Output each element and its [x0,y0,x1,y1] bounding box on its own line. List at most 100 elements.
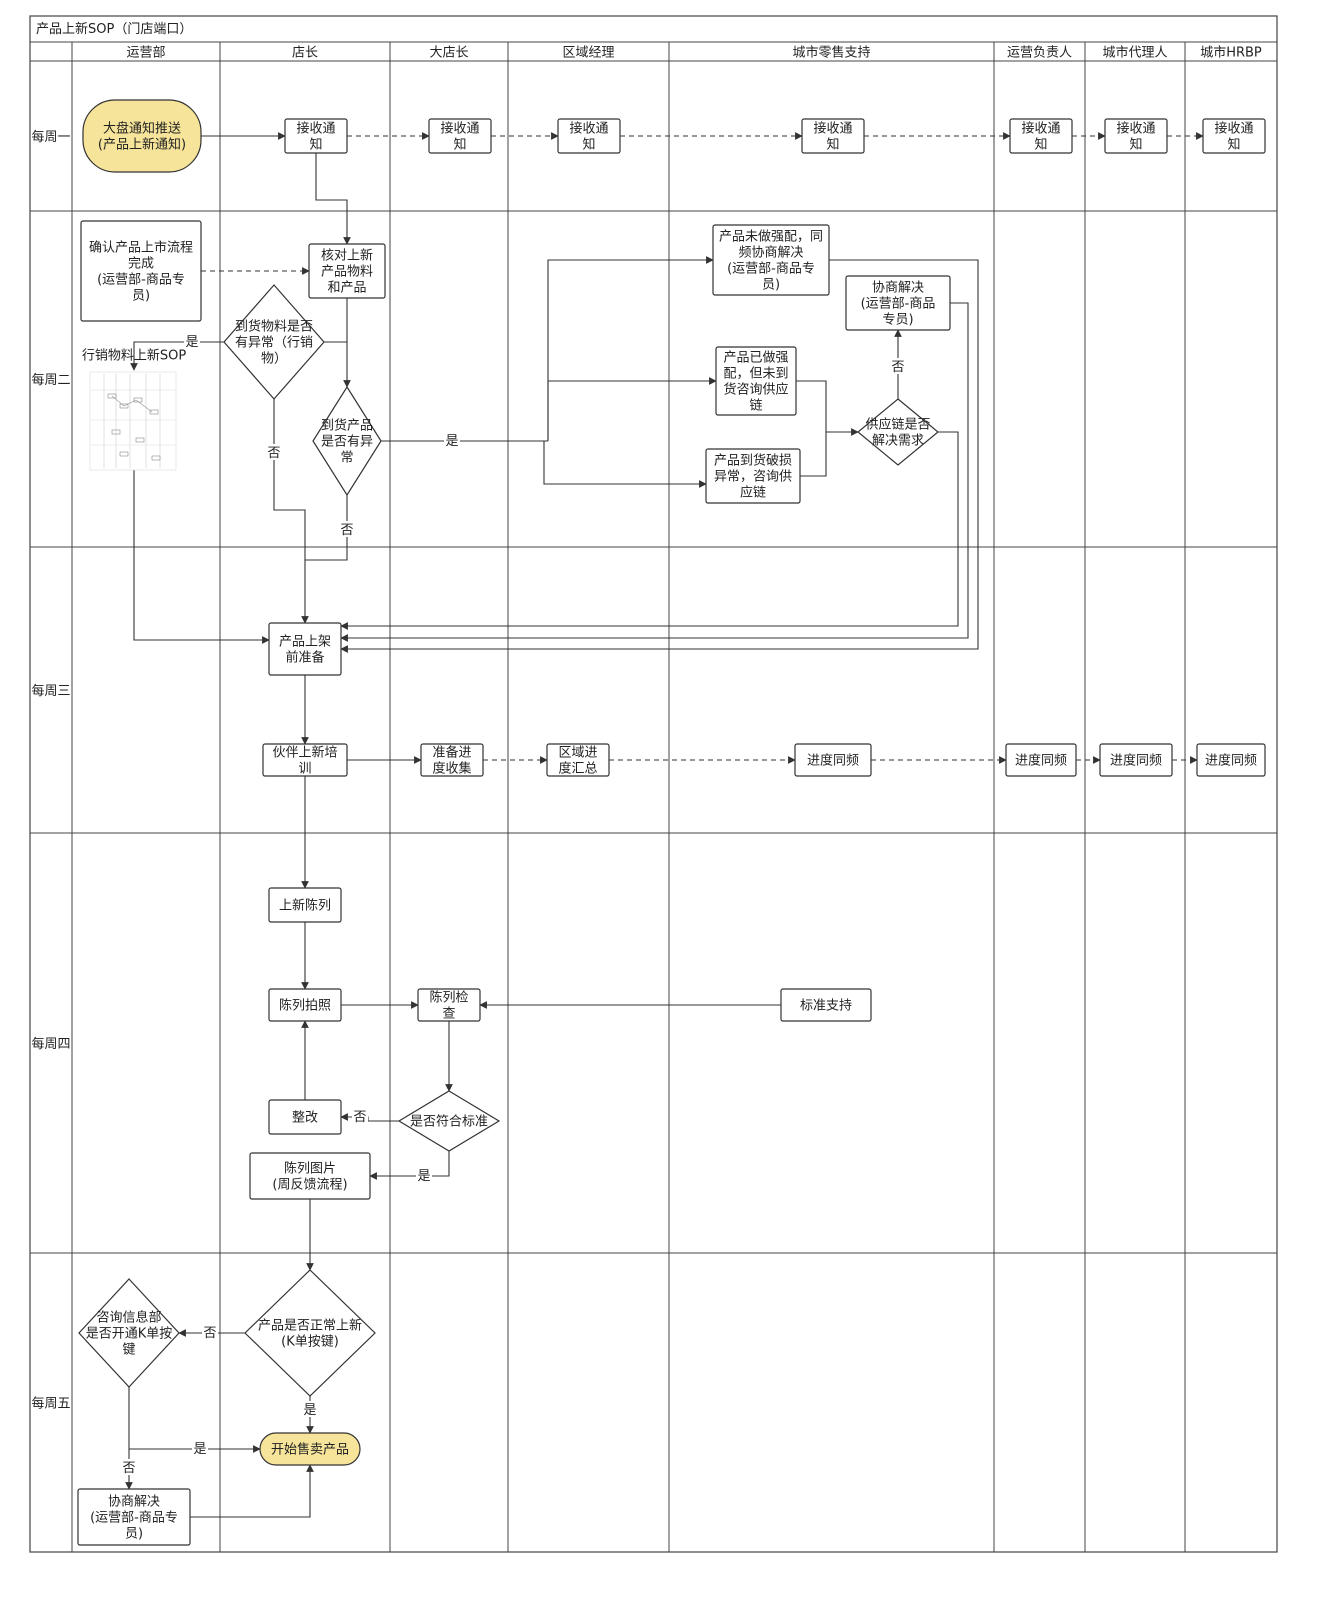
edge-label-bg [121,1459,137,1475]
process-box [794,743,872,777]
lane-header: 运营负责人 [1007,46,1072,61]
flow-connector [128,1387,261,1453]
edge-label-yes: 是 [303,1403,316,1418]
process-box [780,988,872,1022]
row-header: 每周四 [31,1036,70,1052]
process-box [308,243,386,299]
flow-connector [547,256,714,441]
n-d-material-node: 到货物料是否有异常（行销物） [223,284,325,400]
n-d-kbutton-node: 咨询信息部是否开通K单按键 [78,1278,180,1388]
n-sync-cs-label: 进度同频 [807,753,859,769]
n-start-label: 大盘通知推送(产品上新通知) [98,121,186,153]
process-box [845,275,951,331]
n-start-node: 大盘通知推送(产品上新通知) [82,99,202,173]
edge-label-yes: 是 [417,1169,430,1184]
n-display-label: 上新陈列 [279,898,331,914]
n-prep-label: 产品上架前准备 [279,635,331,666]
n-d-supply-node: 供应链是否解决需求 [857,398,939,466]
n-photo-label: 陈列拍照 [279,998,331,1014]
n-pics-label: 陈列图片(周反馈流程) [272,1161,347,1193]
flow-connector [796,380,859,436]
node-layer: 大盘通知推送(产品上新通知)接收通知接收通知接收通知接收通知接收通知接收通知接收… [77,99,1266,1546]
n-matched-label: 产品已做强配，但未到货咨询供应链 [723,351,788,414]
n-d-product-label: 到货产品是否有异常 [321,418,373,466]
edge-label-no: 否 [353,1110,366,1125]
edge-label-bg [352,1108,368,1124]
lane-header: 大店长 [429,46,468,61]
n-nomatch-label: 产品未做强配，同频协商解决(运营部-商品专员) [719,230,823,293]
n-region-summary-node: 区域进度汇总 [546,743,610,777]
row-header: 每周二 [31,372,70,388]
flow-connector [800,432,827,477]
n-std-support-label: 标准支持 [800,999,852,1014]
grid-layer: 产品上新SOP（门店端口）运营部店长大店长区域经理城市零售支持运营负责人城市代理… [29,15,1278,1553]
n-sync-hr-node: 进度同频 [1196,743,1266,777]
edge-label-no: 否 [122,1461,135,1476]
n-negotiate1-node: 协商解决(运营部-商品专员) [845,275,951,331]
flow-connector [543,441,707,488]
lane-header: 城市零售支持 [792,45,870,61]
n-negotiate2-node: 协商解决(运营部-商品专员) [77,1488,191,1546]
n-d-standard-label: 是否符合标准 [410,1114,488,1130]
n-inspect-label: 陈列检查 [429,990,468,1022]
edge-label-no: 否 [891,360,904,375]
flow-connector [133,470,270,644]
decision-diamond [397,1090,501,1152]
row-header: 每周三 [31,683,70,699]
n-recv-dz-label: 接收通知 [296,121,335,153]
process-box [705,448,801,504]
process-box [428,118,492,154]
process-box [284,118,348,154]
process-box [268,988,342,1022]
process-box [546,743,610,777]
n-confirm-label: 确认产品上市流程完成(运营部-商品专员) [89,240,193,304]
lane-header: 城市HRBP [1200,45,1262,61]
edge-label-bg [184,333,200,349]
row-header: 每周一 [31,129,70,145]
n-nomatch-node: 产品未做强配，同频协商解决(运营部-商品专员) [712,224,830,296]
n-negotiate2-label: 协商解决(运营部-商品专员) [90,1495,178,1542]
n-recv-hr-label: 接收通知 [1214,121,1253,153]
n-sell-node: 开始售卖产品 [259,1432,361,1466]
n-recv-ddz-node: 接收通知 [428,118,492,154]
thumbnail-frame [89,371,177,471]
process-box [268,887,342,923]
n-d-product-node: 到货产品是否有异常 [312,385,382,497]
n-std-support-node: 标准支持 [780,988,872,1022]
n-recv-dl-label: 接收通知 [1116,121,1155,153]
edge-label-bg [339,521,355,537]
lane-header: 区域经理 [562,46,614,61]
diagram-frame [29,15,1278,1553]
process-box [715,346,797,416]
n-d-supply-label: 供应链是否解决需求 [865,417,930,449]
n-sop-label: 行销物料上新SOP [82,348,186,364]
decision-diamond [312,385,382,497]
edge-label-yes: 是 [445,434,458,449]
n-training-label: 伙伴上新培训 [272,745,337,777]
edge-label-bg [202,1324,218,1340]
process-box [417,988,481,1022]
decision-diamond [244,1269,376,1397]
n-recv-dz-node: 接收通知 [284,118,348,154]
n-recv-yy-label: 接收通知 [1021,121,1060,153]
n-region-summary-label: 区域进度汇总 [558,746,597,777]
edge-label-bg [416,1167,432,1183]
n-negotiate1-label: 协商解决(运营部-商品专员) [861,281,936,328]
lane-header: 店长 [292,46,318,61]
process-box [712,224,830,296]
row-header: 每周五 [31,1396,70,1412]
lane-header: 运营部 [126,46,165,61]
sop-thumbnail-image [89,371,177,471]
n-recv-qy-node: 接收通知 [557,118,621,154]
n-recv-hr-node: 接收通知 [1202,118,1266,154]
n-sync-dl-label: 进度同频 [1110,753,1162,769]
n-sync-dl-node: 进度同频 [1099,743,1173,777]
n-training-node: 伙伴上新培训 [262,743,348,777]
n-recv-dl-node: 接收通知 [1104,118,1168,154]
flow-connector [340,302,969,642]
n-matched-node: 产品已做强配，但未到货咨询供应链 [715,346,797,416]
n-pics-node: 陈列图片(周反馈流程) [249,1152,371,1200]
